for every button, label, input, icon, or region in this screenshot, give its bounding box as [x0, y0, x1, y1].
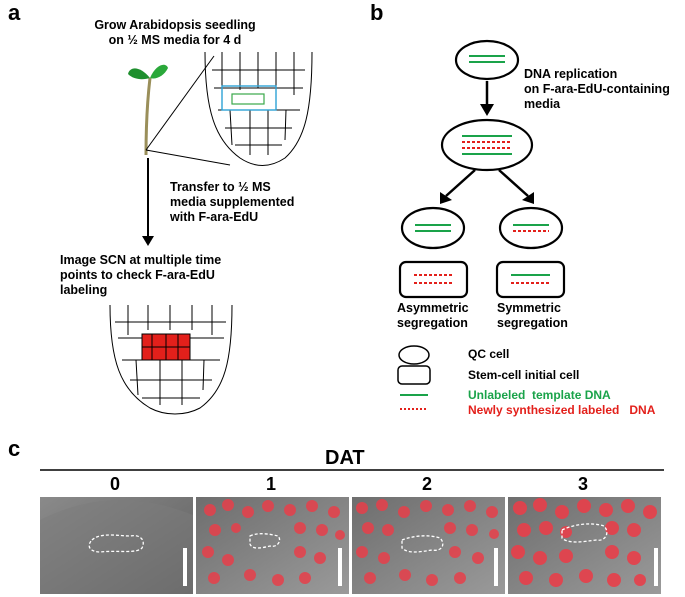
legend-stem-symbol [397, 365, 431, 385]
qc-daughter-right [498, 206, 564, 250]
legend-qc-symbol [398, 345, 430, 365]
legend-template-label: Unlabeled template DNA [468, 388, 611, 402]
arrow-transfer [142, 158, 154, 246]
stem-cell-left [398, 260, 469, 299]
step-grow-seedling: Grow Arabidopsis seedling on ½ MS media … [94, 18, 256, 47]
stem-cell-right [495, 260, 566, 299]
arrow-replication [480, 81, 494, 116]
legend-qc-label: QC cell [468, 347, 510, 361]
dna-replication-label: DNA replication on F-ara-EdU-containing … [524, 67, 670, 111]
step-transfer: Transfer to ½ MS media supplemented with… [170, 180, 295, 224]
panel-b-letter: b [370, 0, 384, 25]
arrows-segregation [440, 169, 534, 204]
panel-c-letter: c [8, 436, 21, 461]
micrograph-1 [196, 497, 349, 594]
root-tip-labeled-illustration [109, 304, 233, 415]
micrograph-3 [508, 497, 661, 594]
seedling-icon [128, 64, 168, 156]
timepoint-label-1: 1 [266, 474, 277, 494]
step-image-scn: Image SCN at multiple time points to che… [60, 253, 222, 297]
micrograph-2 [352, 497, 505, 594]
timepoint-label-3: 3 [578, 474, 589, 494]
qc-cell-replicated [440, 118, 534, 172]
root-tip-illustration [204, 51, 313, 166]
legend-new-label: Newly synthesized labeled DNA [468, 403, 656, 417]
dat-header: DAT [325, 447, 365, 469]
qc-cell-parent [454, 39, 520, 81]
timepoint-label-2: 2 [422, 474, 433, 494]
legend-stem-label: Stem-cell initial cell [468, 368, 580, 382]
panel-a-letter: a [8, 0, 21, 25]
micrograph-0 [40, 497, 193, 594]
symmetric-label: Symmetric segregation [497, 301, 568, 330]
qc-daughter-left [400, 206, 466, 250]
asymmetric-label: Asymmetric segregation [397, 301, 469, 330]
zoom-lines [145, 55, 231, 166]
timepoint-label-0: 0 [110, 474, 121, 494]
